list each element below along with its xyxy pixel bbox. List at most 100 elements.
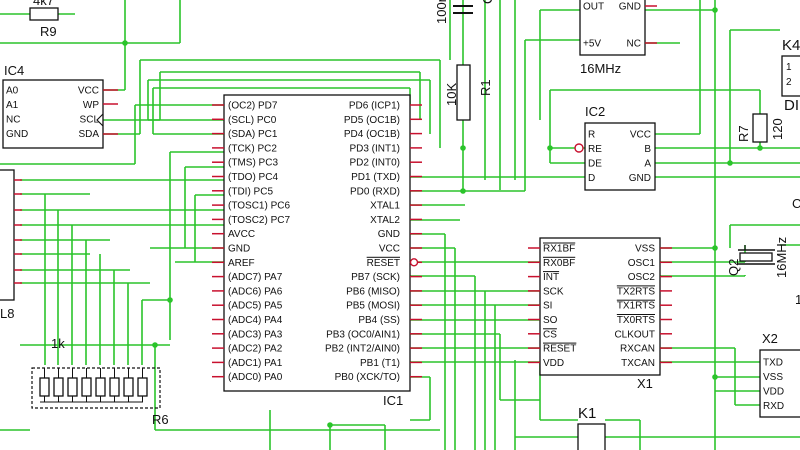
ic1-pin-pb7-sck: PB7 (SCK) — [351, 272, 400, 283]
osc-freq: 16MHz — [580, 61, 621, 76]
r6-resistor-element — [137, 377, 148, 397]
ic1-pin-reset: RESET — [367, 258, 400, 269]
x1-pin-clkout: CLKOUT — [614, 329, 655, 340]
x2-pin-txd: TXD — [763, 358, 783, 369]
ic1-pin-pd6-icp1: PD6 (ICP1) — [349, 101, 400, 112]
x2-transceiver: X2 TXD VSS VDD RXD — [759, 331, 800, 418]
x1-pin-osc2: OSC2 — [628, 272, 656, 283]
osc-pin-out: OUT — [583, 2, 604, 13]
r6-value: 1k — [51, 336, 65, 351]
ic2-pin-gnd: GND — [629, 173, 651, 184]
k4-suffix: DI — [784, 97, 799, 114]
oscillator-module: OUT +5V GND NC 16MHz — [579, 0, 657, 76]
q2-label: Q2 — [726, 259, 741, 276]
r1-label: R1 — [478, 79, 493, 96]
ic1-pin-adc3-pa3: (ADC3) PA3 — [228, 329, 283, 340]
x1-label: X1 — [637, 376, 653, 391]
ic1-pin-adc5-pa5: (ADC5) PA5 — [228, 301, 283, 312]
ic1-pin-xtal2: XTAL2 — [370, 215, 400, 226]
ic1-pin-sda-pc1: (SDA) PC1 — [228, 129, 278, 140]
ic1-pin-tck-pc2: (TCK) PC2 — [228, 143, 277, 154]
ic1-pin-pb0-xck-to: PB0 (XCK/TO) — [335, 372, 400, 383]
x1-pin-so: SO — [543, 315, 558, 326]
resistor-array-r6: 1k R6 — [31, 336, 169, 427]
r6-resistor-element — [109, 377, 120, 397]
resistor-r7: R7 120 — [736, 113, 785, 143]
ic1-pin-adc7-pa7: (ADC7) PA7 — [228, 272, 283, 283]
ic1-pin-gnd: GND — [378, 229, 400, 240]
l8-label: L8 — [0, 306, 14, 321]
ic1-pin-tosc1-pc6: (TOSC1) PC6 — [228, 201, 290, 212]
ic1-pin-adc6-pa6: (ADC6) PA6 — [228, 286, 283, 297]
r7-value: 120 — [770, 118, 785, 140]
r6-resistor-element — [53, 377, 64, 397]
osc-pin-gnd: GND — [619, 2, 641, 13]
r6-resistor-element — [39, 377, 50, 397]
k4-pin-1: 1 — [786, 62, 792, 73]
k4-label: K4 — [782, 37, 800, 54]
connector-k1: K1 — [577, 405, 606, 450]
ic4-pin-a1: A1 — [6, 100, 19, 111]
ic1-pin-pb4-ss: PB4 (SS) — [358, 315, 400, 326]
osc-pin-nc: NC — [627, 39, 641, 50]
ic1-pin-pb1-t1: PB1 (T1) — [360, 358, 400, 369]
x2-pin-rxd: RXD — [763, 401, 784, 412]
x1-pin-tx2rts: TX2RTS — [617, 286, 655, 297]
r6-label: R6 — [152, 412, 169, 427]
x1-pin-sck: SCK — [543, 286, 564, 297]
ic1-pin-pb6-miso: PB6 (MISO) — [346, 286, 400, 297]
x2-label: X2 — [762, 331, 778, 346]
x1-pin-vdd: VDD — [543, 358, 564, 369]
ic4-pin-nc: NC — [6, 115, 20, 126]
resistor-r9: 4k7 R9 — [29, 0, 59, 39]
ic1-pin-pd2-int0: PD2 (INT0) — [349, 158, 400, 169]
connector-k4: K4 1 2 DI — [781, 37, 800, 114]
k1-label: K1 — [578, 405, 596, 422]
r9-value: 4k7 — [33, 0, 54, 8]
ic1-pin-pd1-txd: PD1 (TXD) — [351, 172, 400, 183]
ic1-pin-adc0-pa0: (ADC0) PA0 — [228, 372, 283, 383]
connector-l8: L8 — [0, 169, 22, 321]
ic1-pin-pd0-rxd: PD0 (RXD) — [350, 186, 400, 197]
x1-pin-tx1rts: TX1RTS — [617, 301, 655, 312]
ic1-pin-tosc2-pc7: (TOSC2) PC7 — [228, 215, 290, 226]
x1-pin-cs: CS — [543, 329, 557, 340]
cap-c-label: C — [480, 0, 495, 4]
ic2-pin-r: R — [588, 130, 595, 141]
x1-pin-rx1bf: RX1BF — [543, 244, 575, 255]
x1-pin-int: INT — [543, 272, 559, 283]
ic2-pin-de: DE — [588, 159, 602, 170]
ic4-pin-scl: SCL — [80, 115, 100, 126]
ic4-pin-sda: SDA — [78, 129, 99, 140]
ic2-pin-vcc: VCC — [630, 130, 651, 141]
x2-pin-vdd: VDD — [763, 387, 784, 398]
ic1-label: IC1 — [383, 393, 403, 408]
ic1-pin-aref: AREF — [228, 258, 255, 269]
ic4-pin-vcc: VCC — [78, 86, 99, 97]
reset-bubble — [409, 258, 419, 267]
ic4-pin-a0: A0 — [6, 86, 19, 97]
ic1-pin-pd4-oc1b: PD4 (OC1B) — [344, 129, 400, 140]
osc-pin-5v: +5V — [583, 39, 601, 50]
r7-label: R7 — [736, 125, 751, 142]
c-right-label: C — [792, 196, 800, 211]
ic1-pin-gnd: GND — [228, 244, 250, 255]
r6-resistor-element — [81, 377, 92, 397]
ic2-label: IC2 — [585, 104, 605, 119]
ic4-label: IC4 — [4, 63, 24, 78]
r6-resistor-element — [67, 377, 78, 397]
x1-pin-osc1: OSC1 — [628, 258, 656, 269]
ic1-pin-pb5-mosi: PB5 (MOSI) — [346, 301, 400, 312]
x1-pin-tx0rts: TX0RTS — [617, 315, 655, 326]
x2-pin-vss: VSS — [763, 372, 783, 383]
r9-label: R9 — [40, 24, 57, 39]
x1-pin-si: SI — [543, 301, 552, 312]
x1-pin-rxcan: RXCAN — [620, 344, 655, 355]
ic2-pin-re: RE — [588, 144, 602, 155]
x1-pin-vss: VSS — [635, 244, 655, 255]
x1-pin-txcan: TXCAN — [621, 358, 655, 369]
